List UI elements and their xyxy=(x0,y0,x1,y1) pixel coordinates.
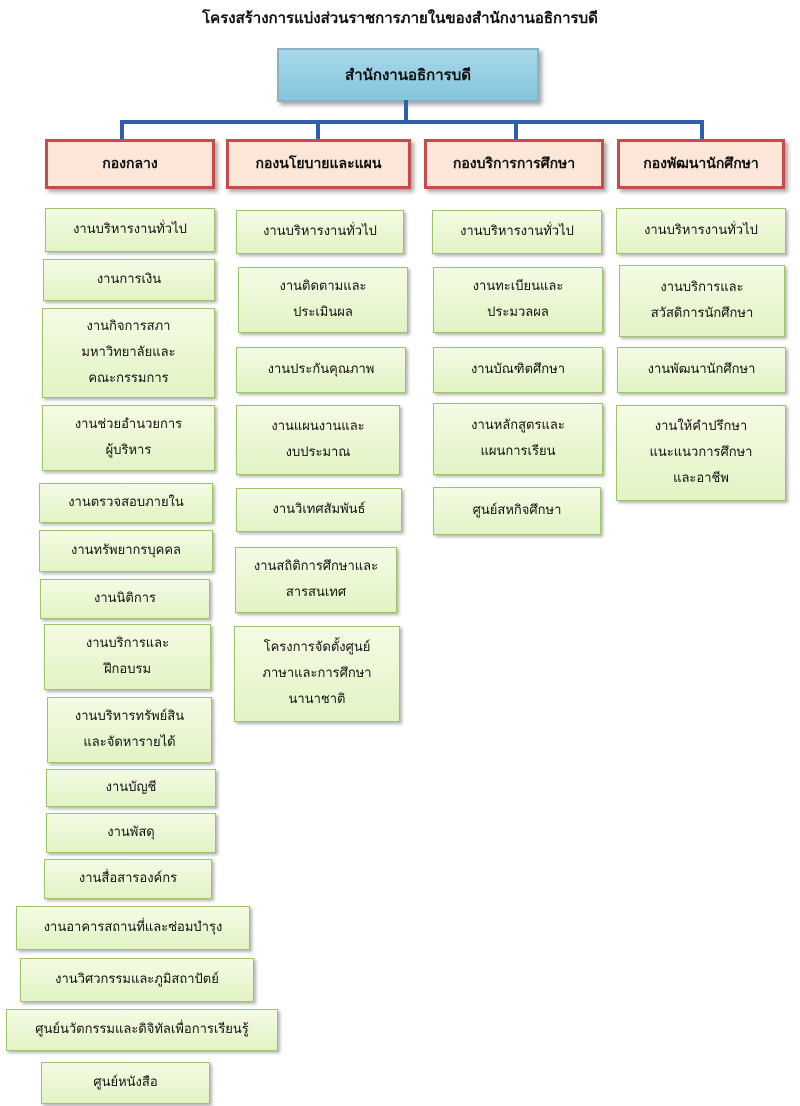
unit-box: งานนิติการ xyxy=(40,579,210,619)
unit-box: งานบริหารงานทั่วไป xyxy=(616,208,786,254)
connector-horizontal xyxy=(120,120,704,124)
unit-box: งานประกันคุณภาพ xyxy=(236,347,406,393)
division-box-policy-plan: กองนโยบายและแผน xyxy=(226,139,411,189)
unit-box: งานให้คำปรึกษา แนะแนวการศึกษา และอาชีพ xyxy=(616,405,786,501)
unit-box: โครงการจัดตั้งศูนย์ ภาษาและการศึกษา นานา… xyxy=(234,626,400,722)
chart-title: โครงสร้างการแบ่งส่วนราชการภายในของสำนักง… xyxy=(202,9,598,27)
unit-box: งานตรวจสอบภายใน xyxy=(39,483,213,523)
top-office-box: สำนักงานอธิการบดี xyxy=(277,48,539,102)
unit-box: งานวิเทศสัมพันธ์ xyxy=(236,488,402,532)
unit-box: งานบริหารทรัพย์สิน และจัดหารายได้ xyxy=(47,697,212,763)
unit-box: ศูนย์สหกิจศึกษา xyxy=(433,487,601,535)
unit-box: งานบริการและ ฝึกอบรม xyxy=(44,624,211,690)
unit-box: งานช่วยอำนวยการ ผู้บริหาร xyxy=(42,405,215,471)
unit-box: งานพัสดุ xyxy=(46,813,216,853)
connector-div-2 xyxy=(316,120,320,140)
unit-box: งานแผนงานและ งบประมาณ xyxy=(236,405,400,475)
unit-box: งานบริหารงานทั่วไป xyxy=(432,210,602,254)
unit-box: งานสื่อสารองค์กร xyxy=(44,859,212,899)
unit-box: งานบัณฑิตศึกษา xyxy=(433,347,603,393)
unit-box: ศูนย์หนังสือ xyxy=(41,1062,210,1104)
unit-box: งานบริการและ สวัสดิการนักศึกษา xyxy=(619,265,785,337)
division-box-academic-services: กองบริการการศึกษา xyxy=(424,139,604,189)
unit-box: ศูนย์นวัตกรรมและดิจิทัลเพื่อการเรียนรู้ xyxy=(6,1009,278,1051)
unit-box: งานกิจการสภา มหาวิทยาลัยและ คณะกรรมการ xyxy=(42,308,215,398)
unit-box: งานการเงิน xyxy=(43,259,215,301)
unit-box: งานบัญชี xyxy=(46,769,216,807)
unit-box: งานบริหารงานทั่วไป xyxy=(45,208,215,252)
connector-top-vertical xyxy=(404,100,408,122)
unit-box: งานสถิติการศึกษาและ สารสนเทศ xyxy=(235,547,397,613)
connector-div-3 xyxy=(514,120,518,140)
connector-div-1 xyxy=(120,120,124,140)
unit-box: งานทรัพยากรบุคคล xyxy=(39,530,213,572)
division-box-central: กองกลาง xyxy=(45,139,215,189)
unit-box: งานติดตามและ ประเมินผล xyxy=(238,267,408,333)
unit-box: งานวิศวกรรมและภูมิสถาปัตย์ xyxy=(20,958,254,1002)
unit-box: งานทะเบียนและ ประมวลผล xyxy=(433,267,603,333)
unit-box: งานพัฒนานักศึกษา xyxy=(617,347,786,393)
connector-div-4 xyxy=(700,120,704,140)
division-box-student-development: กองพัฒนานักศึกษา xyxy=(617,139,785,189)
unit-box: งานหลักสูตรและ แผนการเรียน xyxy=(433,403,603,475)
unit-box: งานบริหารงานทั่วไป xyxy=(236,210,404,254)
unit-box: งานอาคารสถานที่และซ่อมบำรุง xyxy=(16,906,250,950)
